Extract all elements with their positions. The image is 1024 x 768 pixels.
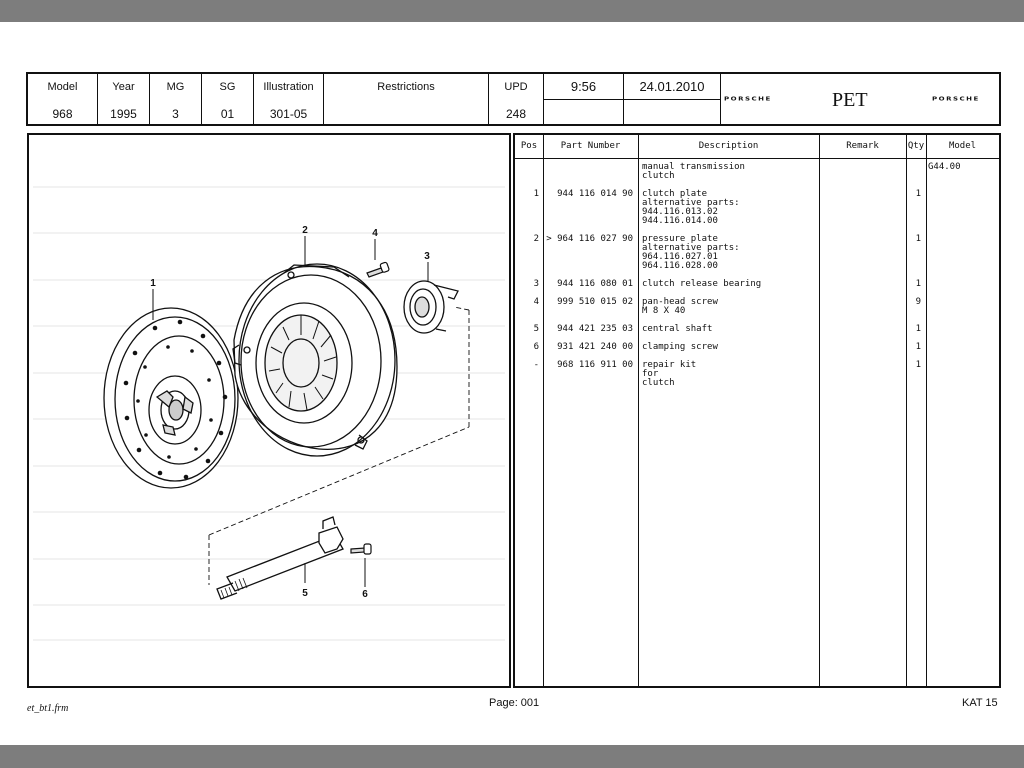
header-upd: UPD 248: [489, 74, 544, 124]
callout-2: 2: [302, 225, 308, 236]
callout-3: 3: [424, 251, 430, 262]
illustration-panel: 1 2 3 4 5 6: [27, 133, 511, 688]
clutch-release-bearing: [403, 280, 459, 334]
col-divider: [906, 135, 907, 686]
header-time: 9:56: [544, 74, 623, 100]
clamping-screw: [350, 543, 372, 555]
clutch-plate: [103, 307, 239, 489]
row-qty: 1: [915, 342, 921, 352]
header-upd-value: 248: [505, 107, 527, 121]
header-year-label: Year: [112, 81, 135, 93]
col-divider: [819, 135, 820, 686]
central-shaft: [216, 516, 344, 600]
bottom-bar: [0, 745, 1024, 768]
header-model-label: Model: [47, 81, 78, 93]
row-description: manual transmission clutch: [642, 162, 745, 181]
row-description: clutch plate alternative parts: 944.116.…: [642, 189, 740, 226]
row-model: G44.00: [928, 162, 961, 172]
row-description: clutch release bearing: [642, 279, 762, 289]
parts-table: Pos Part Number Description Remark Qty M…: [513, 133, 1001, 688]
row-pos: 4: [533, 297, 539, 307]
dashed-assembly-lines: [208, 306, 470, 585]
header-year-value: 1995: [110, 107, 137, 121]
col-header-model: Model: [948, 141, 977, 151]
row-part-number: > 964 116 027 90: [546, 234, 633, 244]
header-sg-value: 01: [220, 107, 235, 121]
callout-1: 1: [150, 278, 156, 289]
leader-lines: [152, 236, 429, 587]
row-part-number: 944 116 014 90: [557, 189, 633, 199]
row-qty: 1: [915, 279, 921, 289]
header-year: Year 1995: [98, 74, 150, 124]
catalog-id: KAT 15: [962, 697, 998, 709]
row-description: pressure plate alternative parts: 964.11…: [642, 234, 740, 271]
form-name: et_bt1.frm: [27, 703, 69, 714]
top-bar: [0, 0, 1024, 22]
row-description: pan-head screw M 8 X 40: [642, 297, 718, 316]
row-description: repair kit for clutch: [642, 360, 697, 388]
header-illustration-label: Illustration: [263, 81, 314, 93]
row-pos: 1: [533, 189, 539, 199]
header-time-cell: 9:56: [544, 74, 624, 124]
row-qty: 1: [915, 360, 921, 370]
row-qty: 1: [915, 189, 921, 199]
callout-6: 6: [362, 589, 368, 600]
col-header-description: Description: [698, 141, 759, 151]
header-brand: PORSCHE PET PORSCHE: [721, 74, 999, 124]
callout-4: 4: [372, 228, 378, 239]
row-qty: 1: [915, 324, 921, 334]
header-mg-value: 3: [172, 107, 179, 121]
header-sg-label: SG: [219, 81, 236, 93]
row-part-number: 999 510 015 02: [557, 297, 633, 307]
col-header-part-number: Part Number: [560, 141, 621, 151]
header-mg: MG 3: [150, 74, 202, 124]
header-divider: [515, 158, 999, 159]
porsche-logo-right: PORSCHE: [932, 96, 980, 102]
pan-head-screw: [366, 261, 390, 278]
header-upd-label: UPD: [504, 81, 528, 93]
header-table: Model 968 Year 1995 MG 3 SG 01 Illustrat…: [26, 72, 1001, 126]
header-mg-label: MG: [166, 81, 185, 93]
row-qty: 1: [915, 234, 921, 244]
pressure-plate: [232, 263, 398, 457]
row-pos: 2: [533, 234, 539, 244]
row-part-number: 931 421 240 00: [557, 342, 633, 352]
header-date-cell: 24.01.2010: [624, 74, 721, 124]
row-description: clamping screw: [642, 342, 718, 352]
clutch-exploded-drawing: 1 2 3 4 5 6: [33, 186, 505, 641]
row-pos: 6: [533, 342, 539, 352]
col-divider: [926, 135, 927, 686]
header-restrictions-label: Restrictions: [377, 81, 435, 93]
header-model-value: 968: [52, 107, 73, 121]
row-part-number: 944 116 080 01: [557, 279, 633, 289]
page-number: Page: 001: [489, 697, 540, 709]
header-date: 24.01.2010: [624, 74, 720, 100]
row-description: central shaft: [642, 324, 713, 334]
porsche-logo-left: PORSCHE: [724, 96, 772, 102]
header-illustration-value: 301-05: [269, 107, 308, 121]
header-restrictions: Restrictions: [324, 74, 489, 124]
callout-5: 5: [302, 588, 308, 599]
row-qty: 9: [915, 297, 921, 307]
col-divider: [638, 135, 639, 686]
row-part-number: 944 421 235 03: [557, 324, 633, 334]
row-pos: 5: [533, 324, 539, 334]
app-name: PET: [832, 89, 868, 111]
row-pos: 3: [533, 279, 539, 289]
header-sg: SG 01: [202, 74, 254, 124]
header-model: Model 968: [28, 74, 98, 124]
header-illustration: Illustration 301-05: [254, 74, 324, 124]
col-header-pos: Pos: [520, 141, 538, 151]
row-part-number: 968 116 911 00: [557, 360, 633, 370]
row-pos: -: [533, 360, 539, 370]
col-header-remark: Remark: [846, 141, 879, 151]
col-divider: [543, 135, 544, 686]
col-header-qty: Qty: [907, 141, 925, 151]
